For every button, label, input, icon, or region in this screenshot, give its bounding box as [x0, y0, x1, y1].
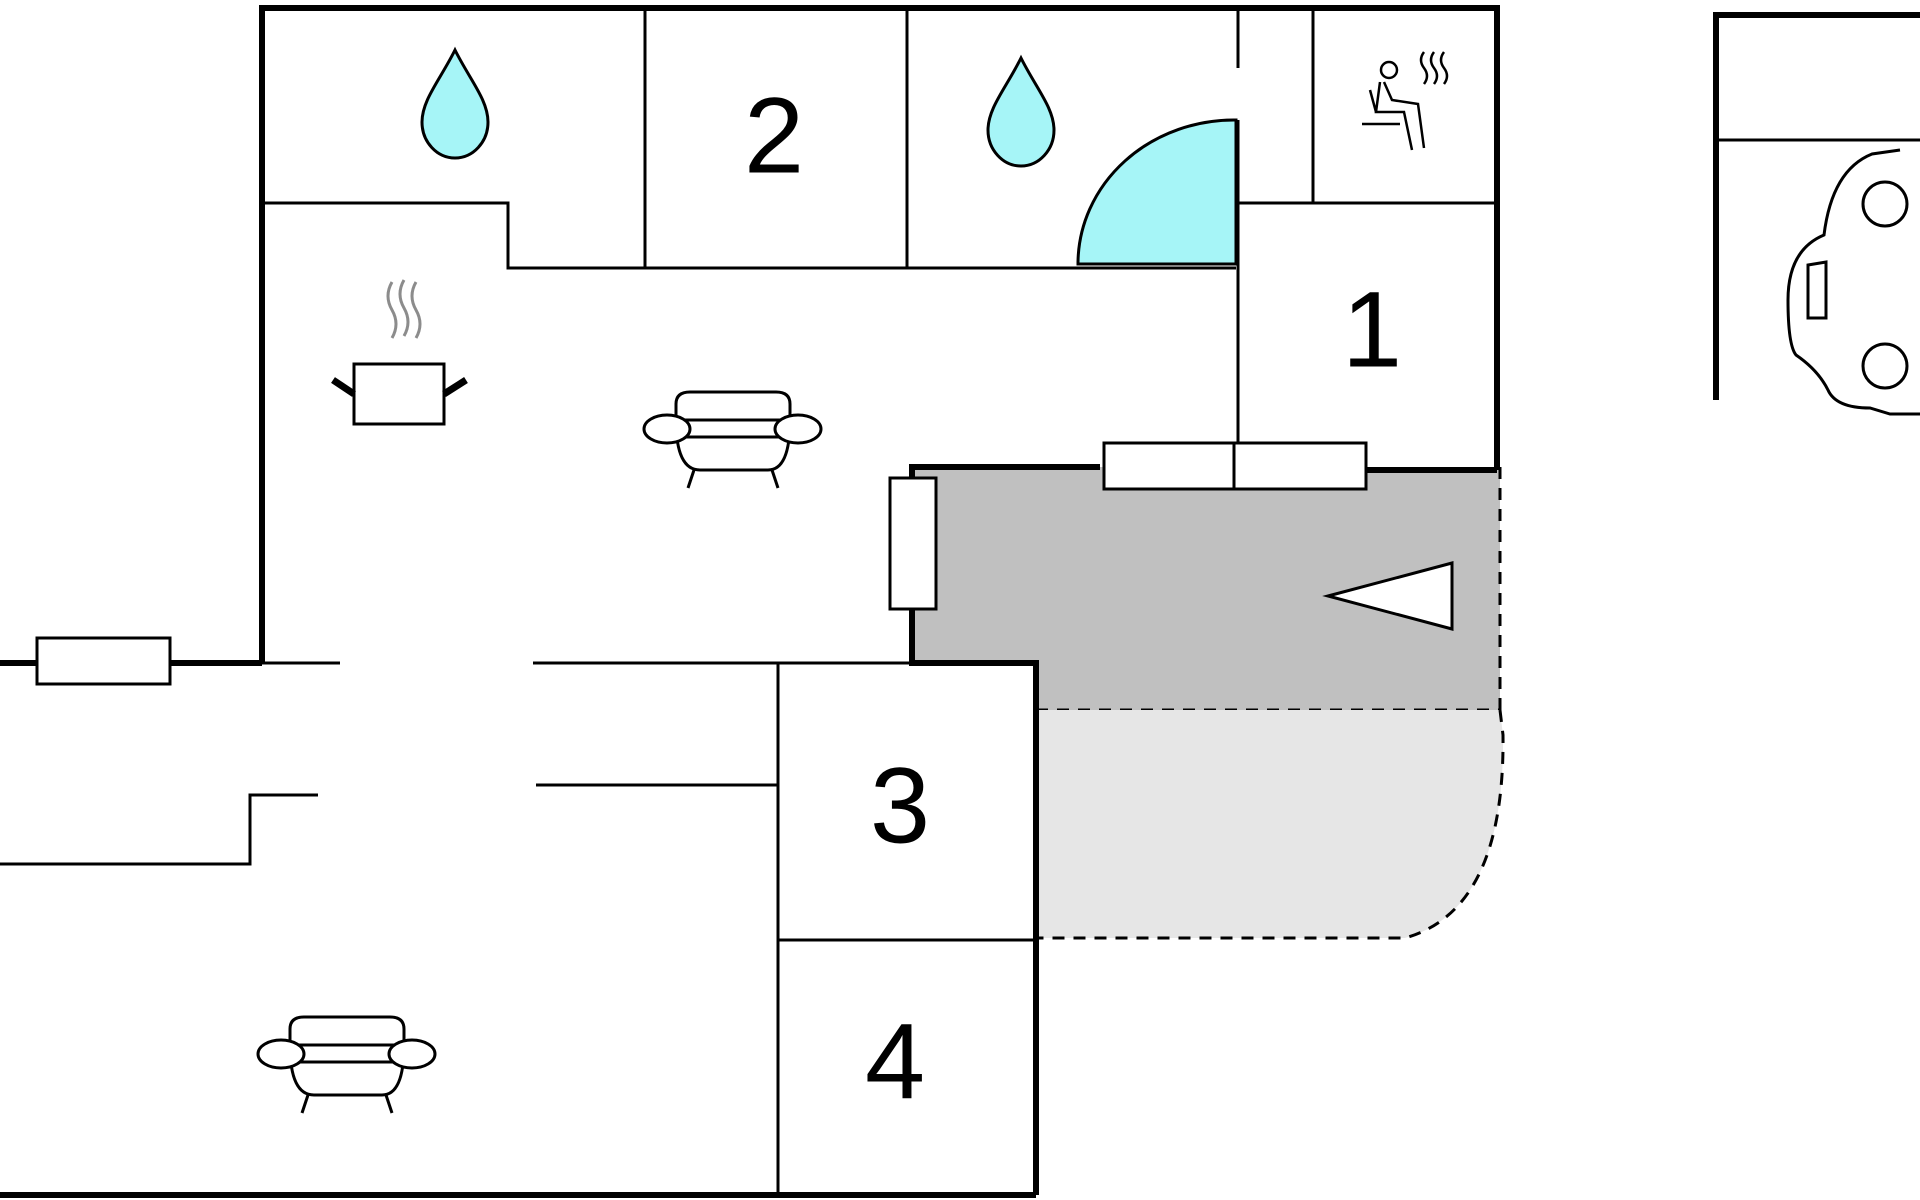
car-icon — [1786, 148, 1920, 416]
sofa-icon — [642, 390, 823, 489]
shower-icon — [1076, 118, 1238, 266]
window — [1232, 441, 1368, 491]
water-drop-icon — [420, 46, 490, 160]
walls — [0, 5, 1500, 1198]
interior-walls — [0, 8, 1497, 1195]
sofa-icon — [256, 1015, 437, 1114]
room-number-3: 3 — [870, 745, 930, 866]
sauna-icon — [1362, 51, 1449, 151]
window — [888, 476, 938, 611]
carport — [1713, 12, 1920, 400]
room-number-1: 1 — [1342, 269, 1402, 390]
room-number-2: 2 — [744, 75, 804, 196]
windows — [35, 441, 1368, 686]
cooking-pot-icon — [331, 279, 468, 426]
room-number-4: 4 — [865, 1001, 925, 1122]
entrance-arrow-icon — [1322, 561, 1454, 631]
window — [1102, 441, 1236, 491]
water-drop-icon — [986, 54, 1056, 168]
window — [35, 636, 172, 686]
open-terrace — [1036, 709, 1505, 940]
